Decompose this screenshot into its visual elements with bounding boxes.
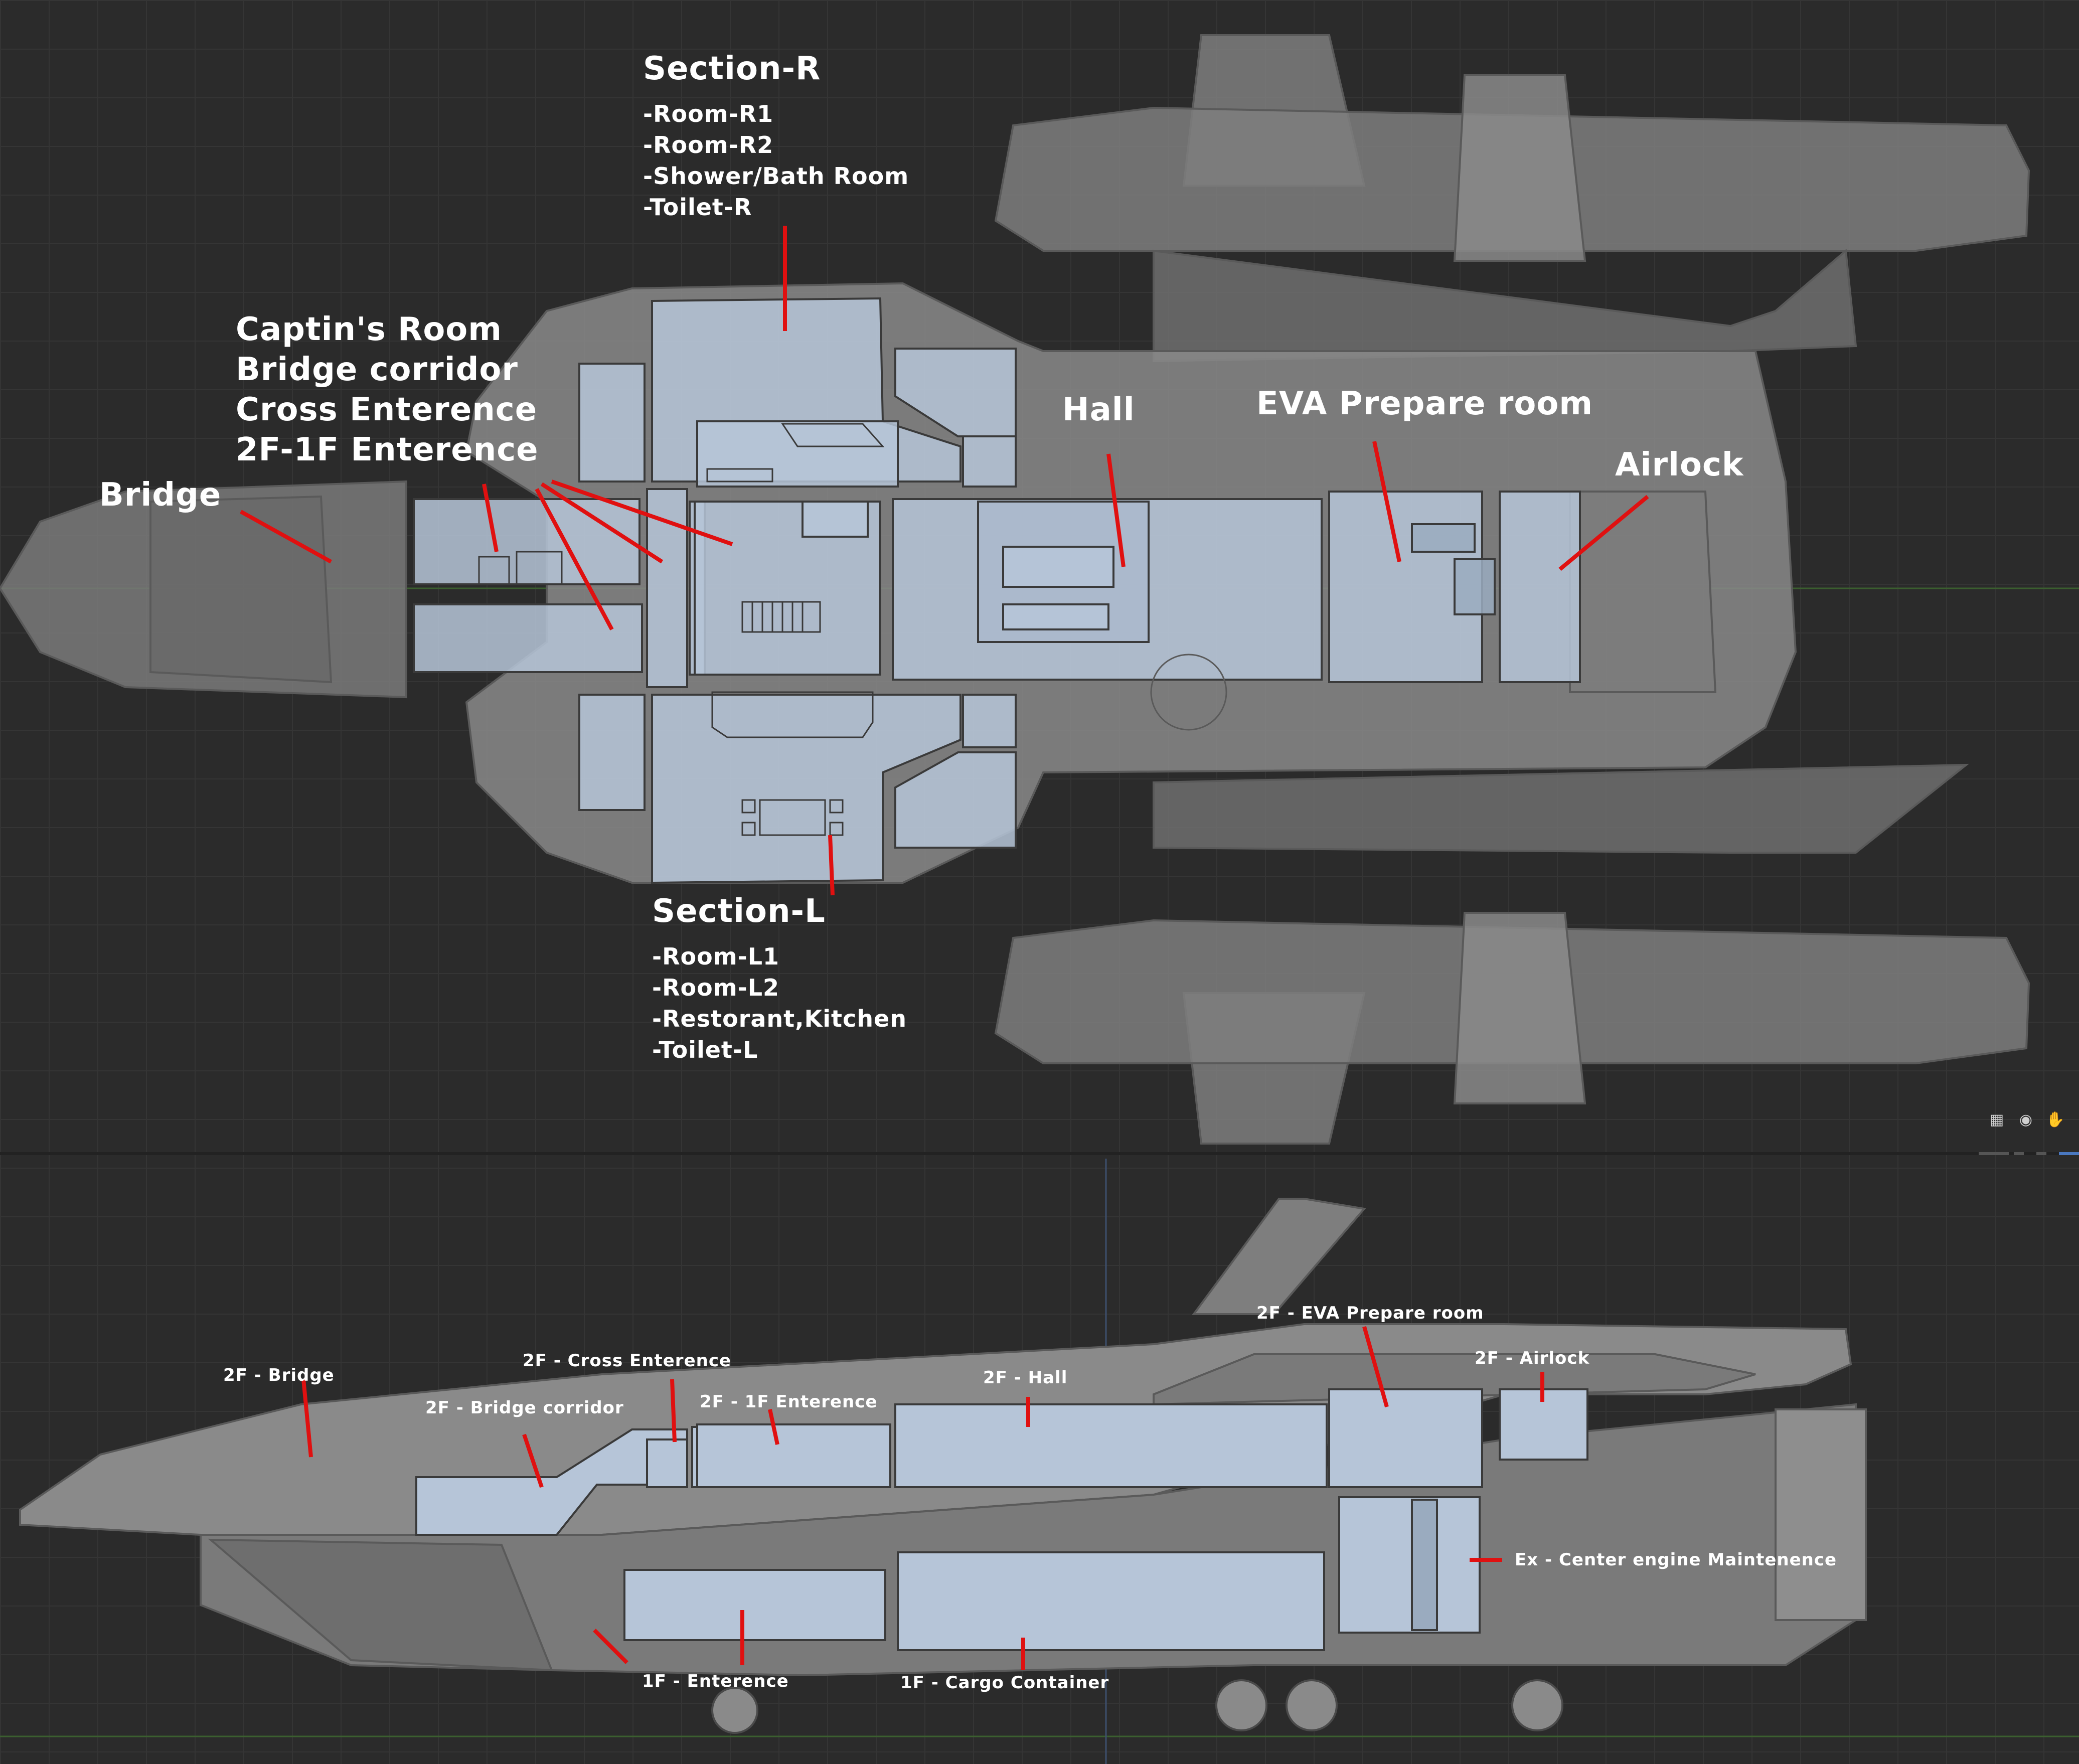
engine-side: [1338, 1496, 1481, 1634]
grid-icon[interactable]: ▦: [1989, 1111, 2004, 1129]
section-r-room: -Toilet-R: [643, 194, 752, 221]
cargo-side: [897, 1551, 1325, 1651]
side-enterence-2f-label: 2F - 1F Enterence: [700, 1392, 878, 1412]
upper-nacelle: [994, 34, 2030, 363]
section-l-room: -Toilet-L: [652, 1036, 758, 1063]
side-rooms: [415, 1388, 1588, 1651]
side-hall-label: 2F - Hall: [983, 1368, 1068, 1388]
eva-panel: [1411, 523, 1476, 553]
bridge-label: Bridge: [99, 476, 222, 514]
section-l-room: -Restorant,Kitchen: [652, 1005, 907, 1032]
hand-icon[interactable]: ✋: [2046, 1111, 2065, 1129]
wheel-rear-2: [1286, 1679, 1338, 1731]
room-r2: [578, 363, 646, 483]
side-bridge-label: 2F - Bridge: [223, 1365, 335, 1385]
side-eva-label: 2F - EVA Prepare room: [1256, 1303, 1484, 1323]
camera-icon[interactable]: ◉: [2019, 1111, 2033, 1129]
bridge-corridor-label: Bridge corridor: [236, 351, 518, 388]
airlock-label: Airlock: [1615, 446, 1744, 484]
lower-fairing: [208, 1538, 554, 1672]
hall-table: [1002, 546, 1114, 588]
enterence-2f1f-side: [696, 1423, 891, 1488]
hall-side: [894, 1403, 1328, 1488]
eva-stairs: [1454, 558, 1496, 615]
room-l2: [578, 694, 646, 811]
enterence-1f-side: [623, 1569, 886, 1641]
cross-enterence-side: [646, 1438, 688, 1488]
tail-fin: [1192, 1198, 1366, 1315]
airlock-room: [1499, 491, 1581, 683]
hull-hatch: [1150, 654, 1227, 731]
side-enterence-1f-label: 1F - Enterence: [642, 1671, 789, 1691]
top-rooms: [413, 297, 1581, 884]
stair-block: [802, 501, 869, 538]
side-engine-label: Ex - Center engine Maintenence: [1515, 1550, 1837, 1570]
captain-room: [413, 498, 641, 585]
section-r-title: Section-R: [643, 50, 821, 87]
section-l-room: -Room-L2: [652, 974, 780, 1001]
room-l-lower: [894, 751, 1017, 849]
toilet-r: [962, 435, 1017, 488]
bridge-corridor: [413, 603, 643, 673]
room-l1: [651, 694, 962, 884]
hud-strip: [1979, 1150, 2079, 1157]
section-l-room-list: -Room-L1 -Room-L2 -Restorant,Kitchen -To…: [652, 941, 907, 1065]
cross-enterence-label: Cross Enterence: [236, 391, 538, 428]
hall-bench: [1002, 603, 1109, 630]
enterence-2f1f-label: 2F-1F Enterence: [236, 431, 539, 468]
side-corridor-label: 2F - Bridge corridor: [425, 1398, 624, 1418]
section-l-title: Section-L: [652, 893, 826, 930]
leader-lines: [240, 226, 1649, 1670]
captain-room-label: Captin's Room: [236, 311, 502, 348]
section-r-room: -Room-R2: [643, 131, 774, 158]
top-view: [0, 34, 2030, 1145]
lower-nacelle: [994, 763, 2030, 1145]
hall-label: Hall: [1062, 391, 1135, 428]
side-airlock-label: 2F - Airlock: [1475, 1348, 1590, 1368]
furniture: [478, 423, 885, 836]
engine-bell: [1775, 1408, 1867, 1621]
side-cargo-label: 1F - Cargo Container: [900, 1673, 1109, 1693]
eva-side: [1328, 1388, 1483, 1488]
section-r-room-list: -Room-R1 -Room-R2 -Shower/Bath Room -Toi…: [643, 98, 909, 223]
landing-gear: [711, 1679, 1563, 1734]
viewport-hud: ▦ ◉ ✋: [1988, 1111, 2065, 1129]
wheel-rear-3: [1511, 1679, 1563, 1731]
shower-room: [696, 420, 899, 488]
eva-label: EVA Prepare room: [1256, 385, 1593, 422]
section-r-room: -Room-R1: [643, 100, 774, 127]
side-cross-label: 2F - Cross Enterence: [523, 1351, 732, 1371]
wheel-rear-1: [1215, 1679, 1267, 1731]
ladder: [1411, 1499, 1438, 1631]
toilet-l: [962, 694, 1017, 748]
wheel-front: [711, 1687, 758, 1734]
section-l-room: -Room-L1: [652, 943, 780, 970]
section-r-room: -Shower/Bath Room: [643, 163, 909, 190]
